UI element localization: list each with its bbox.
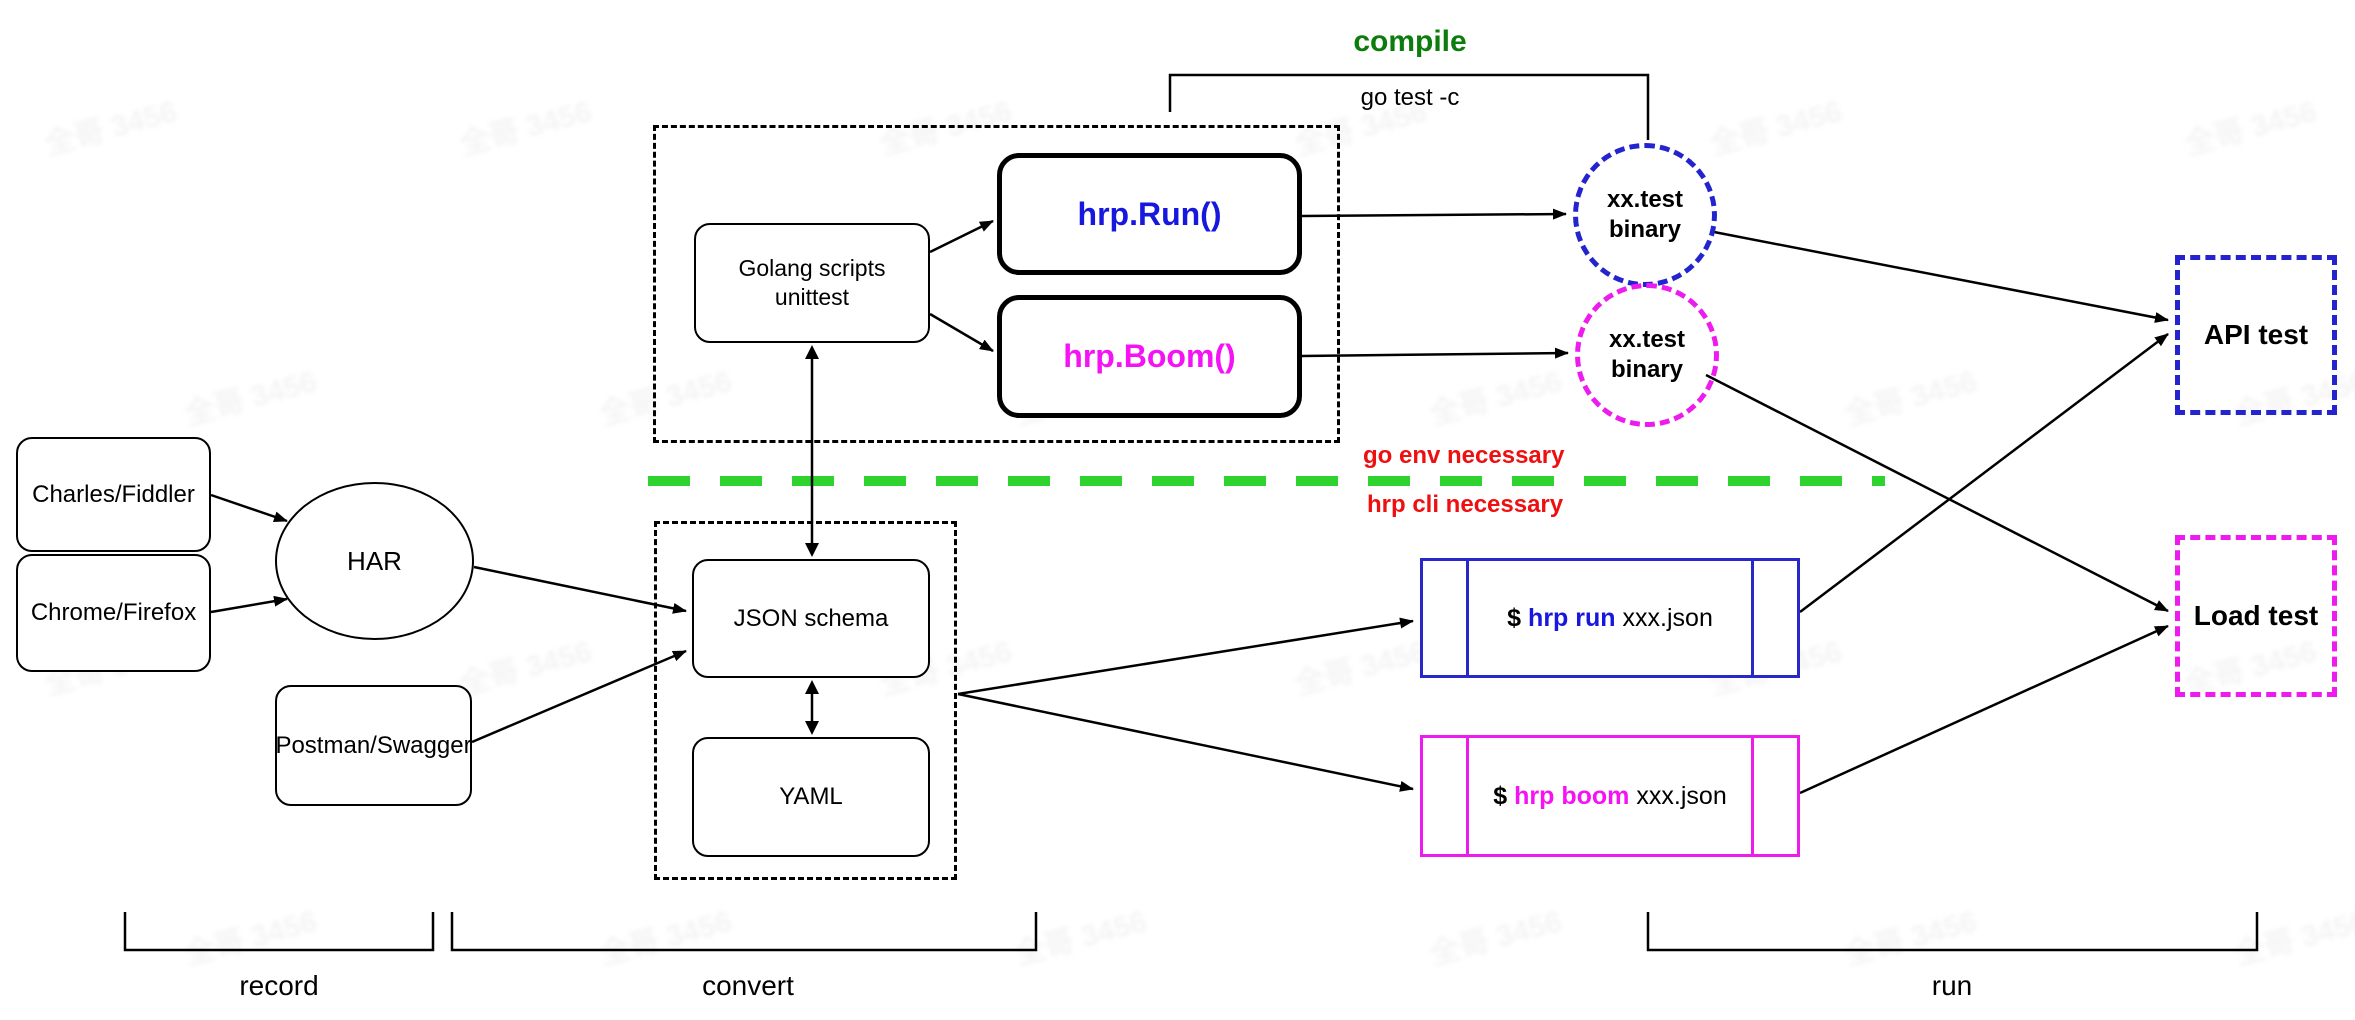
load-test-label: Load test xyxy=(2193,600,2319,631)
golang-scripts-label: Golang scripts unittest xyxy=(738,255,886,310)
arrow-charles-to-har xyxy=(210,493,288,523)
compile-bracket xyxy=(1168,73,1650,140)
convert-bracket xyxy=(450,912,1038,952)
xxtest-binary-api-label: xx.test binary xyxy=(1606,186,1684,243)
hrp-run-label: hrp.Run() xyxy=(1077,195,1222,232)
node-json-schema: JSON schema xyxy=(692,559,930,678)
run-bracket xyxy=(1646,912,2259,952)
boom-cmd-prompt: $ xyxy=(1493,781,1508,810)
arrow-har-to-json xyxy=(473,565,687,614)
golang-unittest-container xyxy=(653,125,1340,443)
arrowhead-down-yaml xyxy=(805,721,819,735)
node-load-test: Load test xyxy=(2175,535,2337,697)
har-label: HAR xyxy=(347,545,402,576)
boom-cmd-name: hrp boom xyxy=(1514,781,1630,810)
node-xxtest-binary-api: xx.test binary xyxy=(1573,143,1717,287)
node-golang-scripts: Golang scripts unittest xyxy=(694,223,930,343)
chrome-firefox-label: Chrome/Firefox xyxy=(30,599,197,626)
boom-cmd-arg: xxx.json xyxy=(1636,781,1727,810)
arrow-schemas-to-hrprun-cmd xyxy=(957,617,1414,696)
xxtest-binary-load-label: xx.test binary xyxy=(1608,326,1686,383)
run-cmd-name: hrp run xyxy=(1528,603,1616,632)
stage-record-label: record xyxy=(239,970,319,1001)
node-postman-swagger: Postman/Swagger xyxy=(275,685,472,806)
node-hrp-boom: hrp.Boom() xyxy=(997,295,1302,418)
node-hrp-run: hrp.Run() xyxy=(997,153,1302,275)
run-cmd-arg: xxx.json xyxy=(1622,603,1713,632)
go-test-c-label: go test -c xyxy=(1360,84,1460,111)
arrow-hrpboom-to-binary xyxy=(1301,347,1569,359)
node-api-test: API test xyxy=(2175,255,2337,415)
json-schema-label: JSON schema xyxy=(733,604,889,632)
process-bar-left xyxy=(1466,561,1469,675)
node-hrp-run-command: $ hrp run xxx.json xyxy=(1420,558,1800,678)
node-yaml: YAML xyxy=(692,737,930,857)
run-cmd-prompt: $ xyxy=(1507,603,1522,632)
stage-convert-label: convert xyxy=(702,970,794,1001)
charles-fiddler-label: Charles/Fiddler xyxy=(32,480,195,508)
process-bar-left xyxy=(1466,738,1469,854)
compile-title: compile xyxy=(1353,25,1467,58)
node-hrp-boom-command: $ hrp boom xxx.json xyxy=(1420,735,1800,857)
arrow-schemas-to-hrpboom-cmd xyxy=(957,692,1414,792)
hrp-boom-label: hrp.Boom() xyxy=(1063,338,1236,374)
process-bar-right xyxy=(1751,561,1754,675)
arrow-binary-to-apitest xyxy=(1713,230,2169,323)
arrow-runcmd-to-apitest xyxy=(1799,333,2169,613)
arrowhead-up-jsonbox xyxy=(805,680,819,694)
node-xxtest-binary-load: xx.test binary xyxy=(1575,283,1719,427)
process-bar-right xyxy=(1751,738,1754,854)
arrowhead-up-golang xyxy=(805,345,819,359)
arrowhead-down-json xyxy=(805,543,819,557)
arrow-hrprun-to-binary xyxy=(1301,208,1567,220)
stage-run-label: run xyxy=(1931,970,1973,1001)
arrow-boomcmd-to-loadtest xyxy=(1799,624,2169,795)
arrow-binary-to-loadtest xyxy=(1705,373,2169,613)
yaml-label: YAML xyxy=(779,783,843,810)
arrow-golang-to-hrprun xyxy=(929,219,994,254)
arrow-chrome-to-har xyxy=(210,595,288,614)
arrow-golang-to-hrpboom xyxy=(929,312,994,353)
postman-swagger-label: Postman/Swagger xyxy=(275,731,472,759)
node-charles-fiddler: Charles/Fiddler xyxy=(16,437,211,552)
node-chrome-firefox: Chrome/Firefox xyxy=(16,554,211,672)
node-har: HAR xyxy=(275,482,474,640)
arrow-postman-to-json xyxy=(471,649,687,744)
api-test-label: API test xyxy=(2203,319,2309,350)
record-bracket xyxy=(123,912,435,952)
hrp-cli-note: hrp cli necessary xyxy=(1367,491,1564,518)
schema-container xyxy=(654,521,957,880)
go-env-note: go env necessary xyxy=(1363,442,1565,469)
